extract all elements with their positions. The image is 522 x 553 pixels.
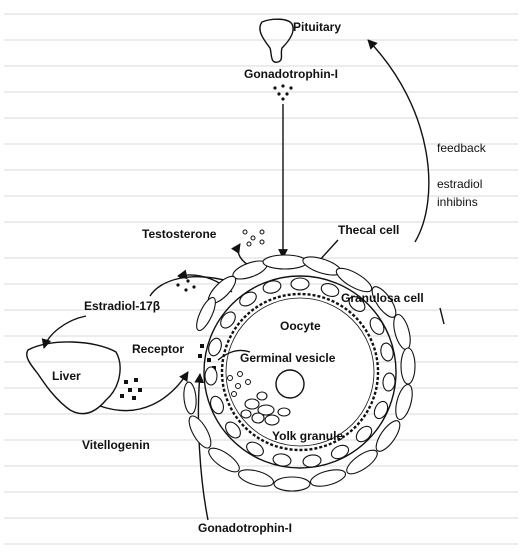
oocyte-membrane [222,294,378,450]
estradiol-17b-label: Estradiol-17β [84,299,160,313]
estradiol-label: estradiol [437,177,482,191]
background-text-lines [4,14,518,544]
oocyte-label: Oocyte [280,319,321,333]
feedback-label: feedback [437,141,487,155]
thecal-cell-label: Thecal cell [338,223,399,237]
vitellogenin-label: Vitellogenin [82,438,150,452]
inhibins-label: inhibins [437,195,478,209]
testosterone-dots [243,230,264,246]
liver-label: Liver [52,369,81,383]
germinal-vesicle-label: Germinal vesicle [240,351,336,365]
pituitary-shape [260,19,293,62]
vitellogenin-dots [120,378,142,400]
feedback-arrow [368,40,429,242]
gonadotrophin-bottom-label: Gonadotrophin-I [198,521,292,535]
yolk-granule-label: Yolk granule [272,429,343,443]
testosterone-arrow [238,244,248,265]
receptor-label: Receptor [132,342,184,356]
pituitary-label: Pituitary [293,20,341,34]
granulosa-cell-label: Granulosa cell [341,291,424,305]
testosterone-label: Testosterone [142,227,217,241]
gonadotrophin-top-label: Gonadotrophin-I [244,67,338,81]
